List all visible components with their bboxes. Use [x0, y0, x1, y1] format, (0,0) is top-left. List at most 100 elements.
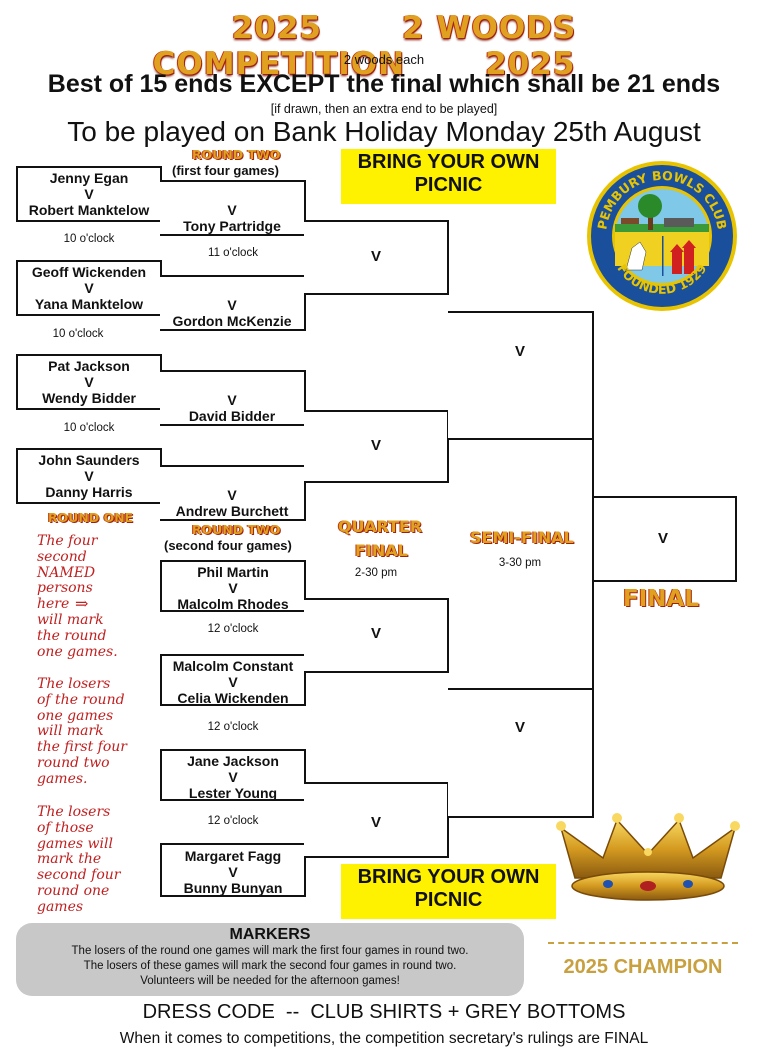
r1-match-1: Jenny Egan V Robert Manktelow	[16, 166, 162, 222]
title-year-left: 2025	[231, 10, 322, 46]
club-logo: PEMBURY BOWLS CLUB FOUNDED 1929	[586, 160, 738, 312]
qf-v-3: V	[371, 625, 382, 642]
r2a-match-2: V Gordon McKenzie	[160, 275, 306, 331]
r1-match-3: Pat Jackson V Wendy Bidder	[16, 354, 162, 410]
r1-time-3: 10 o'clock	[63, 422, 115, 434]
note-line: round one	[37, 882, 110, 899]
round-two-a-label: ROUND TWO	[192, 147, 281, 162]
player: John Saunders	[38, 452, 140, 468]
picnic-banner-top: BRING YOUR OWN PICNIC	[341, 149, 556, 204]
final-connector-top	[592, 375, 594, 498]
player: Phil Martin	[197, 564, 269, 580]
final-label: FINAL	[623, 586, 699, 612]
versus: V	[84, 374, 94, 390]
qf-label-2: FINAL	[355, 541, 408, 560]
note-line: NAMED	[37, 564, 96, 581]
round-one-label: ROUND ONE	[48, 510, 134, 525]
sf-v-2: V	[515, 719, 526, 736]
qf-bracket-2	[304, 410, 449, 483]
note-line: games will	[37, 835, 113, 852]
versus: V	[228, 580, 238, 596]
player: Danny Harris	[45, 484, 133, 500]
sf-bracket-2	[448, 688, 594, 818]
player: Jane Jackson	[187, 753, 279, 769]
picnic-line1: BRING YOUR OWN	[357, 866, 540, 888]
r2b-match-1: Phil Martin V Malcolm Rhodes	[160, 560, 306, 612]
player: David Bidder	[188, 408, 276, 424]
rule-line: Best of 15 ends EXCEPT the final which s…	[47, 70, 721, 98]
note-line: The losers	[37, 804, 111, 820]
sf-v-1: V	[515, 343, 526, 360]
note-line: The losers	[37, 676, 111, 692]
note-line: here	[37, 596, 70, 613]
r2a-match-3: V David Bidder	[160, 370, 306, 426]
versus: V	[227, 202, 237, 218]
champion-line	[548, 942, 738, 944]
qf-v-2: V	[371, 437, 382, 454]
champion-label: 2025 CHAMPION	[563, 956, 723, 978]
note-line: persons	[37, 580, 93, 597]
versus: V	[84, 468, 94, 484]
note-line: games	[37, 898, 84, 915]
notes-block-2: The losers of the round one games will m…	[37, 676, 127, 788]
player: Geoff Wickenden	[31, 264, 147, 280]
player: Malcolm Rhodes	[177, 596, 289, 612]
final-v: V	[658, 530, 669, 547]
qf-bracket-4	[304, 782, 449, 858]
final-box	[592, 496, 737, 582]
sf-bracket-1	[448, 311, 594, 440]
markers-line1: The losers of the round one games will m…	[71, 945, 469, 957]
r2a-time: 11 o'clock	[208, 247, 258, 259]
sf-label: SEMI-FINAL	[470, 528, 574, 547]
note-line: the first four	[37, 739, 127, 756]
markers-line3: Volunteers will be needed for the aftern…	[140, 975, 400, 987]
player: Pat Jackson	[48, 358, 130, 374]
versus: V	[84, 280, 94, 296]
player: Tony Partridge	[183, 218, 281, 234]
player: Malcolm Constant	[172, 658, 294, 674]
versus: V	[227, 487, 237, 503]
r1-time-2: 10 o'clock	[52, 328, 104, 340]
r2b-time-1: 12 o'clock	[207, 623, 259, 635]
qf-time: 2-30 pm	[354, 567, 398, 579]
player: Bunny Bunyan	[183, 880, 283, 896]
player: Robert Manktelow	[28, 202, 150, 218]
sf-time: 3-30 pm	[498, 557, 542, 569]
qf-bracket-3	[304, 598, 449, 673]
player: Andrew Burchett	[175, 503, 289, 519]
note-line: mark the	[37, 851, 102, 868]
notes-block-1: The four second NAMED persons here⇒ will…	[37, 533, 118, 660]
crown-icon	[553, 806, 743, 906]
markers-title: MARKERS	[229, 926, 311, 943]
markers-line2: The losers of these games will mark the …	[83, 960, 457, 972]
r2b-time-3: 12 o'clock	[207, 815, 259, 827]
note-line: second four	[37, 867, 121, 884]
player: Gordon McKenzie	[172, 313, 292, 329]
note-line: second	[37, 548, 87, 565]
picnic-line2: PICNIC	[414, 174, 483, 196]
note-line: games.	[37, 770, 88, 787]
versus: V	[228, 864, 238, 880]
round-two-b-sublabel: (second four games)	[164, 538, 292, 553]
drawn-note: [if drawn, then an extra end to be playe…	[270, 102, 498, 116]
final-connector-bottom	[592, 580, 594, 753]
versus: V	[228, 769, 238, 785]
versus: V	[227, 297, 237, 313]
qf-v-4: V	[371, 814, 382, 831]
note-line: of the round	[37, 691, 125, 708]
versus: V	[227, 392, 237, 408]
picnic-line2: PICNIC	[414, 889, 483, 911]
player: Celia Wickenden	[177, 690, 289, 706]
r2a-match-4: V Andrew Burchett	[160, 465, 306, 521]
title-text: 2 WOODS COMPETITION	[152, 10, 577, 82]
r2a-match-1: V Tony Partridge	[160, 180, 306, 236]
date-line: To be played on Bank Holiday Monday 25th…	[67, 116, 701, 147]
woods-each: 2 woods each	[343, 52, 425, 67]
qf-label-1: QUARTER	[338, 517, 423, 536]
player: Yana Manktelow	[34, 296, 144, 312]
player: Margaret Fagg	[184, 848, 282, 864]
versus: V	[84, 186, 94, 202]
picnic-line1: BRING YOUR OWN	[357, 151, 540, 173]
markers-panel: MARKERS The losers of the round one game…	[16, 923, 524, 996]
